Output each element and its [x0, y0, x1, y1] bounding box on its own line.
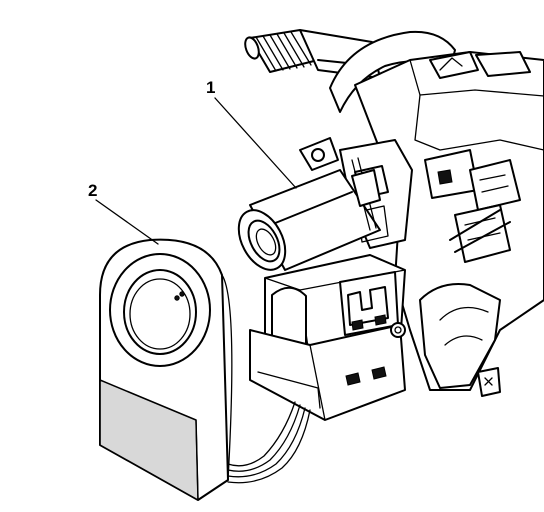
- wiring-harness: [227, 401, 311, 484]
- callout-1: 1: [206, 78, 297, 189]
- callout-label-1: 1: [206, 78, 215, 97]
- steering-column-housing: [299, 30, 544, 397]
- ignition-switch: [249, 157, 406, 421]
- callout-leader-1: [214, 97, 297, 189]
- ignition-ring-bezel: [99, 238, 233, 501]
- callout-leader-2: [95, 199, 159, 245]
- lock-cylinder-housing: [237, 169, 381, 271]
- callout-2: 2: [88, 181, 159, 245]
- callout-label-2: 2: [88, 181, 97, 200]
